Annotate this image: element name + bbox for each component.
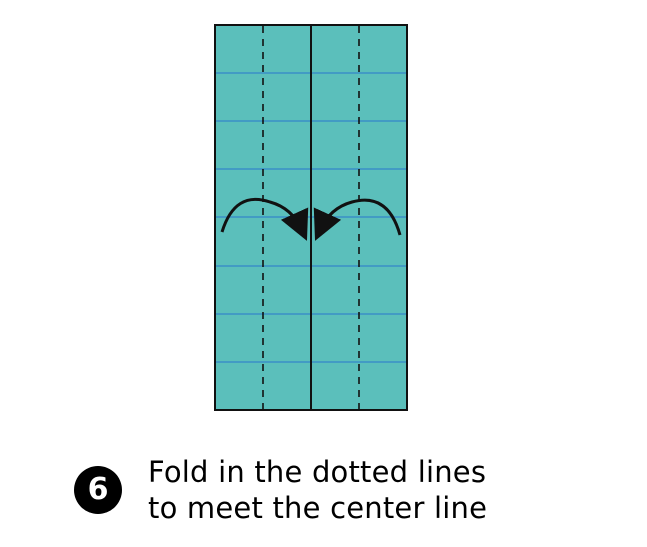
step-number-badge: 6 xyxy=(74,466,122,514)
fold-diagram xyxy=(214,24,408,411)
right-fold-arrow-icon xyxy=(313,198,402,241)
instruction-row: 6 Fold in the dotted lines to meet the c… xyxy=(74,454,594,534)
instruction-line-2: to meet the center line xyxy=(148,491,488,525)
instruction-text: Fold in the dotted lines to meet the cen… xyxy=(148,454,588,526)
left-fold-arrow-icon xyxy=(220,197,309,241)
instruction-line-1: Fold in the dotted lines xyxy=(148,455,487,489)
